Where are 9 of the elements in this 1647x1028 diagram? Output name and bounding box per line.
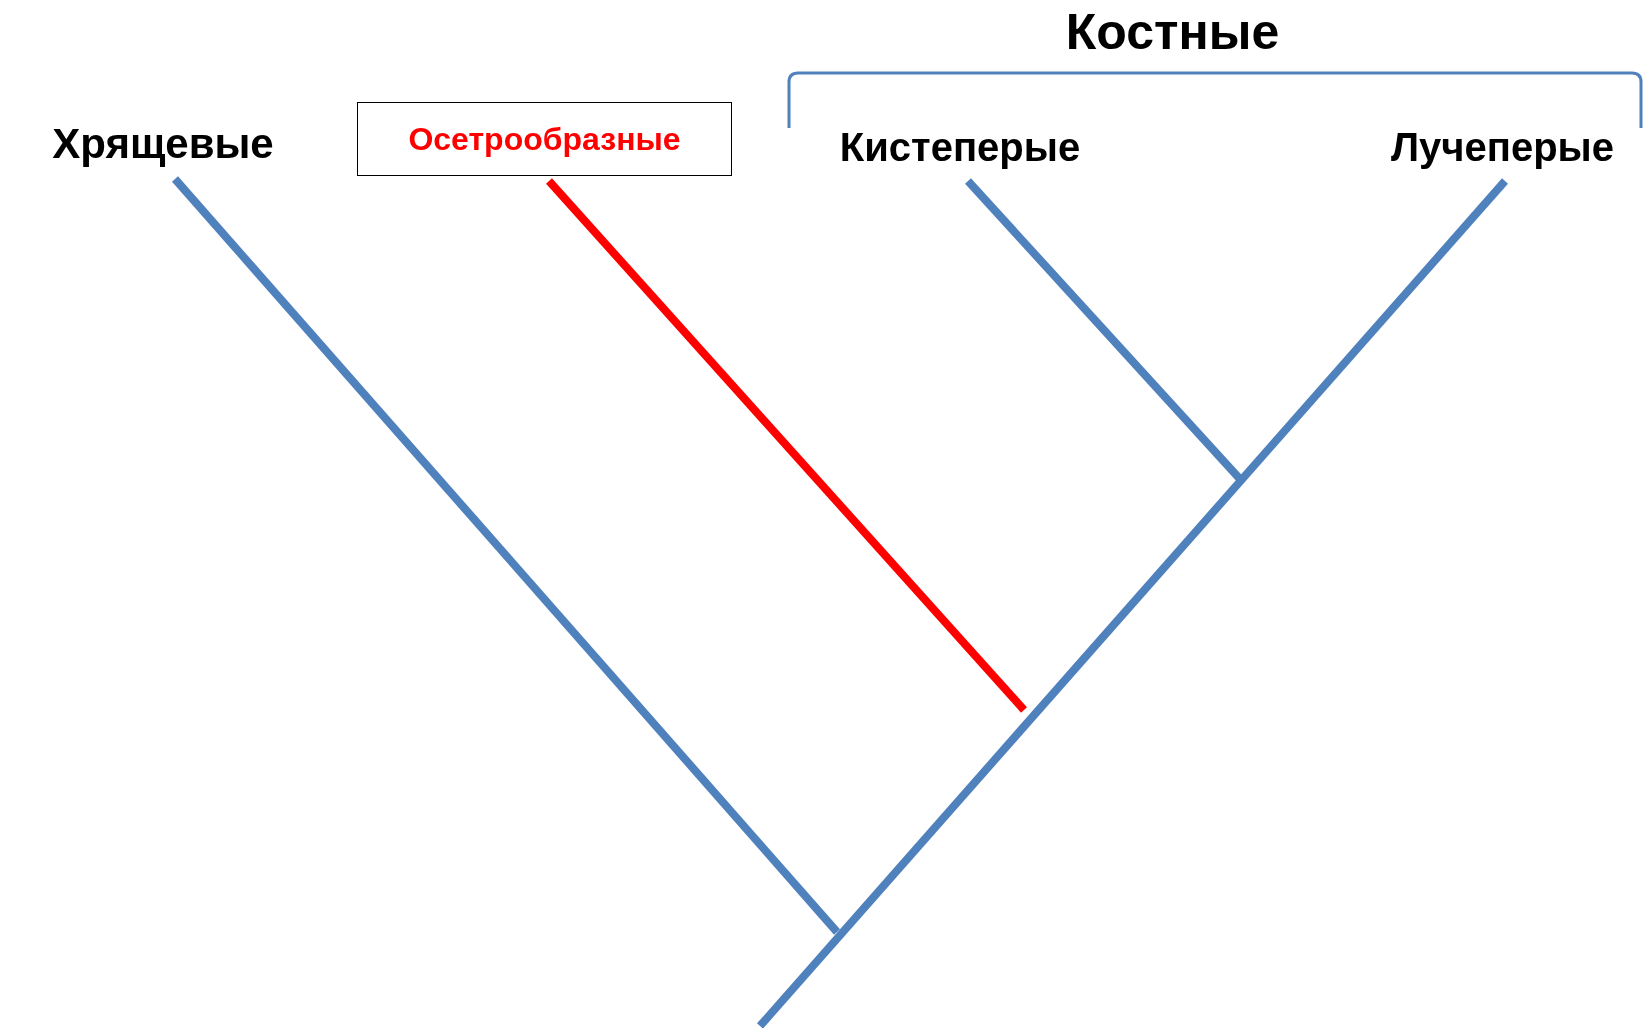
taxon-label: Кистеперые — [810, 118, 1110, 176]
branch-line — [965, 178, 1242, 481]
branch-line — [546, 178, 1027, 713]
group-label: Костные — [1064, 2, 1281, 62]
branch-line — [757, 178, 1508, 1028]
branch-line — [172, 176, 840, 935]
taxon-label: Лучеперые — [1360, 118, 1645, 176]
taxon-box: Осетрообразные — [357, 102, 732, 176]
taxon-label: Хрящевые — [8, 112, 318, 174]
